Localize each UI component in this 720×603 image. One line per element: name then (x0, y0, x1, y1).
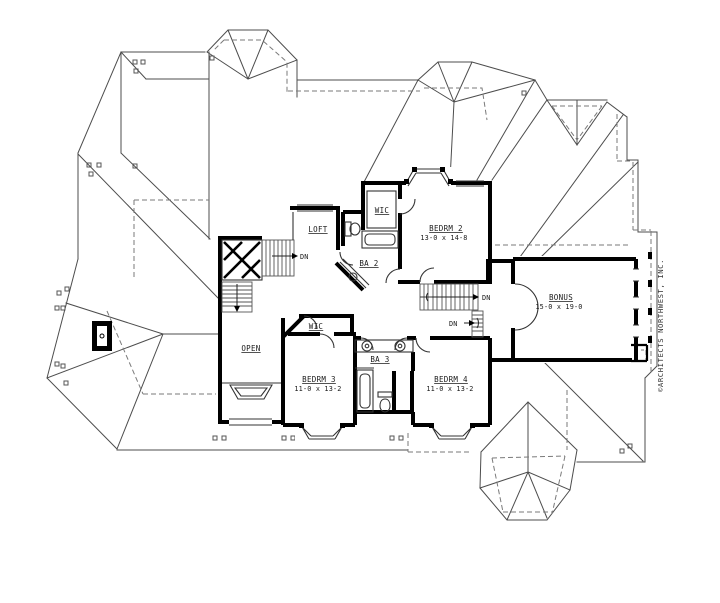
label-ba3: BA 3 (370, 355, 389, 364)
label-dn-upper: DN (300, 253, 309, 261)
right-wall-ticks (648, 252, 652, 343)
down-arrows (272, 253, 479, 329)
label-loft: LOFT (308, 225, 327, 234)
bay-windows (229, 167, 639, 440)
label-wic-mid: WIC (309, 322, 323, 331)
label-ba2: BA 2 (359, 259, 378, 268)
label-bonus: BONUS (549, 293, 573, 302)
bath-fixtures (222, 190, 414, 413)
label-wic-top: WIC (375, 206, 389, 215)
label-bedrm2: BEDRM 2 (429, 224, 463, 233)
dim-bedrm2: 13-0 x 14-8 (420, 234, 467, 242)
walls (218, 181, 649, 427)
chimney (92, 321, 112, 351)
label-bedrm3: BEDRM 3 (302, 375, 336, 384)
roof-outline (46, 29, 658, 521)
stairs (221, 239, 484, 338)
copyright-text: ©ARCHITECTS NORTHWEST, INC. (656, 259, 665, 392)
label-open: OPEN (241, 344, 260, 353)
dim-bonus: 15-0 x 19-0 (535, 303, 582, 311)
roof-vents (54, 55, 633, 454)
room-labels: LOFT WIC BEDRM 2 13-0 x 14-8 BA 2 OPEN W… (241, 206, 665, 393)
dim-bedrm3: 11-0 x 13-2 (294, 385, 341, 393)
label-dn-mid: DN (482, 294, 491, 302)
label-bedrm4: BEDRM 4 (434, 375, 468, 384)
dim-bedrm4: 11-0 x 13-2 (426, 385, 473, 393)
label-dn-lower: DN (449, 320, 458, 328)
